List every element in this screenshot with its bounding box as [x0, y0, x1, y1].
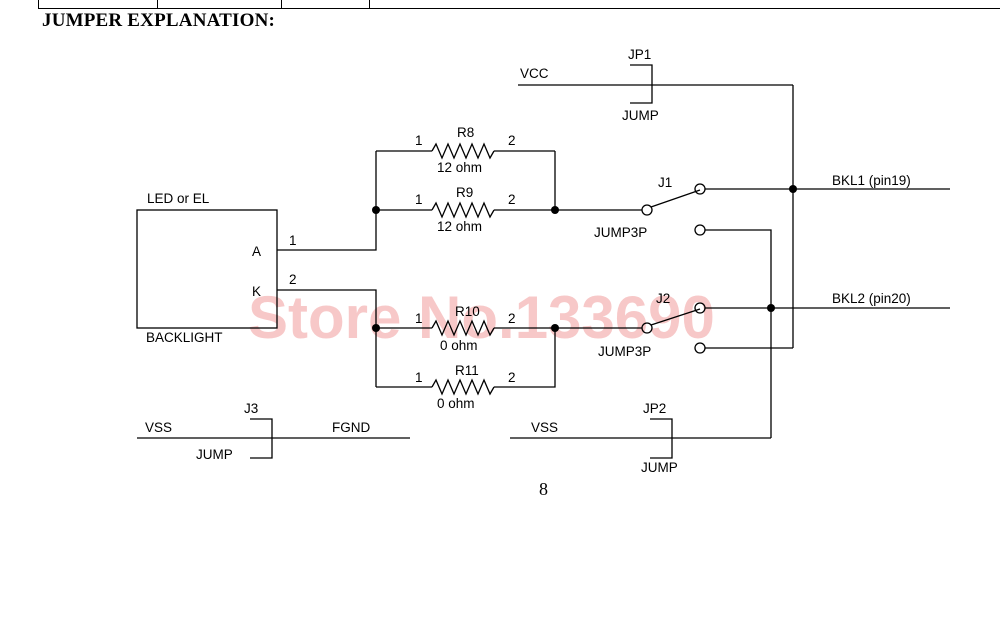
r9-pin1-label: 1	[415, 192, 423, 207]
page-number: 8	[539, 479, 548, 499]
jp2-jump-label: JUMP	[641, 460, 678, 475]
r10-label: R10	[455, 304, 480, 319]
jp2-label: JP2	[643, 401, 666, 416]
r11-resistor	[431, 378, 495, 396]
vcc-label: VCC	[520, 66, 549, 81]
anode-pin-label: 1	[289, 233, 297, 248]
r9-pin2-label: 2	[508, 192, 516, 207]
table-cell-divider	[157, 0, 158, 8]
table-cell-divider	[281, 0, 282, 8]
j3-label: J3	[244, 401, 258, 416]
j3-jump-label: JUMP	[196, 447, 233, 462]
r9-value-label: 12 ohm	[437, 219, 482, 234]
j1-terminal-upper	[694, 183, 706, 195]
j1-type-label: JUMP3P	[594, 225, 647, 240]
jp1-symbol	[630, 64, 653, 104]
j1-lower-to-vss-wire	[705, 229, 772, 438]
backlight-label: BACKLIGHT	[146, 330, 223, 345]
r11-pin1-label: 1	[415, 370, 423, 385]
r10-value-label: 0 ohm	[440, 338, 478, 353]
bkl1-label: BKL1 (pin19)	[832, 173, 911, 188]
led-backlight-box	[136, 209, 278, 329]
r8-value-label: 12 ohm	[437, 160, 482, 175]
r10-pin1-label: 1	[415, 311, 423, 326]
jp1-jump-label: JUMP	[622, 108, 659, 123]
r10-pin2-label: 2	[508, 311, 516, 326]
r11-value-label: 0 ohm	[437, 396, 475, 411]
junction-dot	[789, 185, 797, 193]
r8-pin2-label: 2	[508, 133, 516, 148]
anode-wire	[277, 151, 377, 251]
junction-dot	[372, 206, 380, 214]
r11-label: R11	[455, 363, 479, 378]
j2-type-label: JUMP3P	[598, 344, 651, 359]
led-box-label: LED or EL	[147, 191, 210, 206]
anode-label: A	[252, 244, 261, 259]
j1-switch-arm	[650, 189, 701, 208]
vss-right-label: VSS	[531, 420, 558, 435]
vss-left-label: VSS	[145, 420, 172, 435]
watermark-text: Store No.133690	[248, 284, 715, 351]
r11-right-lead	[494, 328, 556, 388]
r9-resistor	[431, 201, 495, 219]
cathode-wire	[277, 289, 377, 387]
junction-dot	[551, 206, 559, 214]
page-title: JUMPER EXPLANATION:	[42, 10, 276, 31]
r11-pin2-label: 2	[508, 370, 516, 385]
top-table-border	[38, 0, 1000, 9]
junction-dot	[372, 324, 380, 332]
fgnd-label: FGND	[332, 420, 370, 435]
junction-dot	[551, 324, 559, 332]
junction-dot	[767, 304, 775, 312]
j1-label: J1	[658, 175, 672, 190]
cathode-label: K	[252, 284, 261, 299]
j2-switch-arm	[650, 308, 701, 326]
r8-resistor	[431, 142, 495, 160]
r8-label: R8	[457, 125, 474, 140]
table-cell-divider	[369, 0, 370, 8]
cathode-pin-label: 2	[289, 272, 297, 287]
j2-label: J2	[656, 291, 670, 306]
r9-label: R9	[456, 185, 473, 200]
j1-terminal-lower	[694, 224, 706, 236]
jp1-label: JP1	[628, 47, 651, 62]
r10-resistor	[431, 319, 495, 337]
j1-common-terminal	[641, 204, 653, 216]
r8-pin1-label: 1	[415, 133, 423, 148]
j2-common-terminal	[641, 322, 653, 334]
bkl2-label: BKL2 (pin20)	[832, 291, 911, 306]
